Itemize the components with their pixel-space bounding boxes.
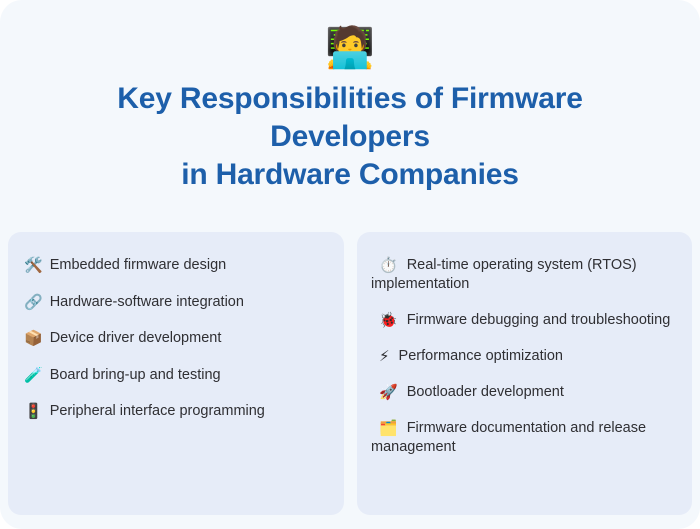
right-responsibility-list: ⏱️Real-time operating system (RTOS) impl… (371, 256, 678, 457)
vertical-traffic-light-icon: 🚦 (24, 402, 43, 420)
list-item-label: Peripheral interface programming (49, 403, 265, 419)
right-responsibilities-card: ⏱️Real-time operating system (RTOS) impl… (357, 232, 692, 515)
list-item-label: Real-time operating system (RTOS) implem… (371, 257, 637, 292)
list-item-label: Performance optimization (398, 348, 563, 364)
list-item: 🧪 Board bring-up and testing (24, 366, 330, 385)
page-title: Key Responsibilities of Firmware Develop… (0, 80, 700, 194)
high-voltage-icon: ⚡ (379, 347, 390, 365)
technologist-emoji: 🧑‍💻 (325, 25, 375, 71)
list-item: 🛠️ Embedded firmware design (24, 256, 330, 275)
hammer-and-wrench-icon: 🛠️ (24, 256, 43, 274)
list-item-label: Board bring-up and testing (49, 366, 221, 383)
list-item-label: Embedded firmware design (49, 257, 227, 273)
package-icon: 📦 (24, 329, 43, 347)
list-item: 📦 Device driver development (24, 329, 330, 348)
left-responsibility-list: 🛠️ Embedded firmware design 🔗 Hardware-sof… (24, 256, 330, 421)
link-icon: 🔗 (24, 292, 43, 311)
lady-beetle-icon: 🐞 (379, 311, 398, 329)
list-item-label: Firmware documentation and release manag… (371, 420, 647, 455)
list-item-label: Firmware debugging and troubleshooting (406, 312, 671, 328)
list-item: ⏱️Real-time operating system (RTOS) impl… (371, 256, 678, 294)
list-item-label: Hardware-software integration (49, 293, 244, 310)
page-title-line-2: Developers (270, 120, 430, 153)
header: 🧑‍💻 Key Responsibilities of Firmware Dev… (0, 0, 700, 194)
left-responsibilities-card: 🛠️ Embedded firmware design 🔗 Hardware-sof… (8, 232, 344, 515)
list-item: ⚡ Performance optimization (371, 347, 678, 366)
card-index-dividers-icon: 🗂️ (379, 419, 398, 437)
list-item: 🐞 Firmware debugging and troubleshooting (371, 311, 678, 330)
page-title-line-1: Key Responsibilities of Firmware (117, 82, 583, 115)
stopwatch-icon: ⏱️ (379, 256, 398, 274)
list-item: 🚦 Peripheral interface programming (24, 402, 330, 421)
responsibility-cards: 🛠️ Embedded firmware design 🔗 Hardware-sof… (8, 232, 692, 515)
list-item-label: Device driver development (49, 330, 222, 346)
list-item: 🚀 Bootloader development (371, 383, 678, 402)
list-item-label: Bootloader development (406, 384, 564, 400)
list-item: 🔗 Hardware-software integration (24, 293, 330, 312)
page-title-line-3: in Hardware Companies (181, 158, 519, 191)
test-tube-icon: 🧪 (24, 365, 43, 384)
rocket-icon: 🚀 (379, 383, 398, 401)
list-item: 🗂️Firmware documentation and release man… (371, 419, 678, 457)
